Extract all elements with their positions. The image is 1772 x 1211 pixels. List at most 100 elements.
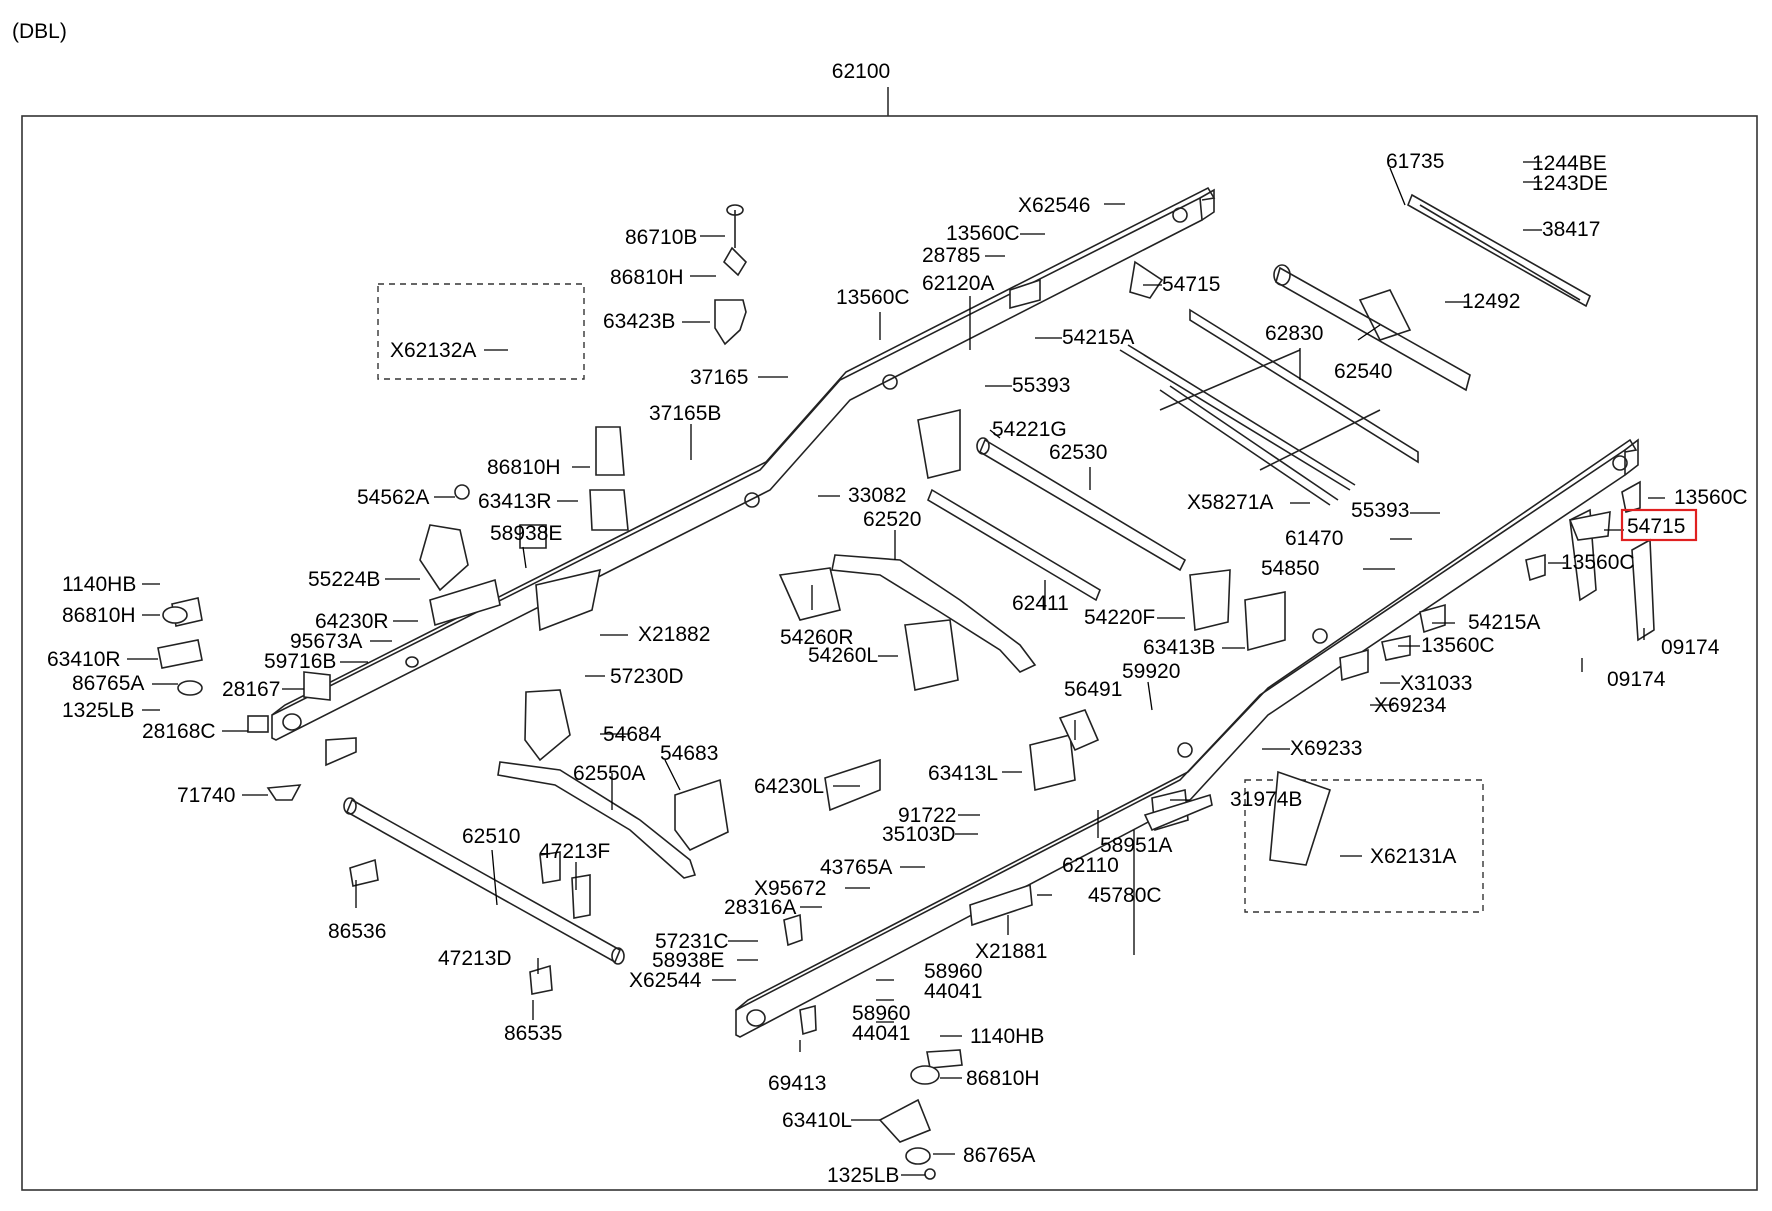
part-label[interactable]: X62544 bbox=[629, 969, 702, 992]
part-label[interactable]: 28785 bbox=[922, 244, 980, 267]
part-label[interactable]: 47213D bbox=[438, 947, 512, 970]
part-label[interactable]: 28167 bbox=[222, 678, 280, 701]
part-label[interactable]: 63413B bbox=[1143, 636, 1215, 659]
part-label[interactable]: 54260L bbox=[808, 644, 878, 667]
part-label[interactable]: 12492 bbox=[1462, 290, 1520, 313]
variant-label: (DBL) bbox=[12, 20, 67, 43]
part-label[interactable]: 62830 bbox=[1265, 322, 1323, 345]
part-label[interactable]: 86810H bbox=[610, 266, 684, 289]
part-label[interactable]: 54684 bbox=[603, 723, 662, 746]
part-label[interactable]: 54850 bbox=[1261, 557, 1319, 580]
part-label[interactable]: 45780C bbox=[1088, 884, 1162, 907]
part-label[interactable]: 95673A bbox=[290, 630, 362, 653]
part-label[interactable]: 59920 bbox=[1122, 660, 1180, 683]
part-label[interactable]: X69233 bbox=[1290, 737, 1362, 760]
part-label[interactable]: 31974B bbox=[1230, 788, 1302, 811]
part-label[interactable]: 09174 bbox=[1661, 636, 1720, 659]
part-label[interactable]: 57231C bbox=[655, 930, 729, 953]
part-label[interactable]: 54215A bbox=[1062, 326, 1134, 349]
part-label[interactable]: 09174 bbox=[1607, 668, 1666, 691]
part-label[interactable]: 61735 bbox=[1386, 150, 1444, 173]
part-label[interactable]: 55393 bbox=[1012, 374, 1070, 397]
part-label[interactable]: 61470 bbox=[1285, 527, 1343, 550]
part-label[interactable]: 54683 bbox=[660, 742, 718, 765]
part-label[interactable]: 63423B bbox=[603, 310, 675, 333]
part-label[interactable]: 47213F bbox=[539, 840, 610, 863]
part-label[interactable]: 28316A bbox=[724, 896, 796, 919]
part-label[interactable]: X58271A bbox=[1187, 491, 1273, 514]
part-label[interactable]: 63410L bbox=[782, 1109, 852, 1132]
part-label[interactable]: 55393 bbox=[1351, 499, 1409, 522]
part-label[interactable]: 86810H bbox=[62, 604, 136, 627]
part-label[interactable]: X62131A bbox=[1370, 845, 1456, 868]
part-label[interactable]: 58960 bbox=[924, 960, 982, 983]
part-label[interactable]: 38417 bbox=[1542, 218, 1600, 241]
part-label[interactable]: 54215A bbox=[1468, 611, 1540, 634]
part-label[interactable]: 91722 bbox=[898, 804, 956, 827]
part-label[interactable]: 62120A bbox=[922, 272, 994, 295]
part-label[interactable]: 1243DE bbox=[1532, 172, 1608, 195]
part-label[interactable]: 54715 bbox=[1627, 515, 1685, 538]
part-label[interactable]: 58938E bbox=[490, 522, 562, 545]
part-label[interactable]: 63410R bbox=[47, 648, 121, 671]
part-label[interactable]: 13560C bbox=[836, 286, 910, 309]
part-label[interactable]: 1140HB bbox=[62, 573, 136, 596]
part-label[interactable]: 1140HB bbox=[970, 1025, 1044, 1048]
part-label[interactable]: 54220F bbox=[1084, 606, 1155, 629]
part-label[interactable]: X62546 bbox=[1018, 194, 1090, 217]
part-label[interactable]: 58951A bbox=[1100, 834, 1172, 857]
part-label[interactable]: 13560C bbox=[1674, 486, 1748, 509]
part-label[interactable]: 62510 bbox=[462, 825, 520, 848]
part-label[interactable]: 37165B bbox=[649, 402, 721, 425]
part-label[interactable]: X31033 bbox=[1400, 672, 1472, 695]
part-label[interactable]: 43765A bbox=[820, 856, 892, 879]
part-label[interactable]: 64230L bbox=[754, 775, 824, 798]
part-label[interactable]: 69413 bbox=[768, 1072, 826, 1095]
part-label[interactable]: 54715 bbox=[1162, 273, 1220, 296]
part-label[interactable]: 57230D bbox=[610, 665, 684, 688]
part-label[interactable]: 59716B bbox=[264, 650, 336, 673]
part-label[interactable]: 28168C bbox=[142, 720, 216, 743]
part-label[interactable]: 86765A bbox=[963, 1144, 1035, 1167]
part-label[interactable]: 64230R bbox=[315, 610, 389, 633]
part-label[interactable]: 63413R bbox=[478, 490, 552, 513]
part-label[interactable]: 1325LB bbox=[62, 699, 134, 722]
part-label[interactable]: 13560C bbox=[1421, 634, 1495, 657]
part-label[interactable]: 1244BE bbox=[1532, 152, 1607, 175]
part-label[interactable]: 13560C bbox=[1561, 551, 1635, 574]
part-label[interactable]: X21882 bbox=[638, 623, 710, 646]
part-label[interactable]: 86710B bbox=[625, 226, 697, 249]
part-label[interactable]: 1325LB bbox=[827, 1164, 899, 1187]
part-label[interactable]: 35103D bbox=[882, 823, 956, 846]
part-label[interactable]: 71740 bbox=[177, 784, 235, 807]
part-label[interactable]: 86536 bbox=[328, 920, 386, 943]
part-label[interactable]: 58960 bbox=[852, 1002, 910, 1025]
part-label[interactable]: X21881 bbox=[975, 940, 1047, 963]
part-label[interactable]: 62110 bbox=[1062, 854, 1119, 877]
part-label[interactable]: 86765A bbox=[72, 672, 144, 695]
part-label[interactable]: 62411 bbox=[1012, 592, 1069, 615]
part-label[interactable]: 86535 bbox=[504, 1022, 562, 1045]
part-label[interactable]: 54562A bbox=[357, 486, 429, 509]
part-label[interactable]: 86810H bbox=[487, 456, 561, 479]
assembly-number[interactable]: 62100 bbox=[832, 60, 890, 83]
part-label[interactable]: 13560C bbox=[946, 222, 1020, 245]
part-label[interactable]: X69234 bbox=[1374, 694, 1447, 717]
part-label[interactable]: 62520 bbox=[863, 508, 921, 531]
part-label[interactable]: 54260R bbox=[780, 626, 854, 649]
part-label[interactable]: 58938E bbox=[652, 949, 724, 972]
part-label[interactable]: 37165 bbox=[690, 366, 748, 389]
part-label[interactable]: 62540 bbox=[1334, 360, 1392, 383]
part-label[interactable]: 44041 bbox=[924, 980, 982, 1003]
part-label[interactable]: 86810H bbox=[966, 1067, 1040, 1090]
part-label[interactable]: 63413L bbox=[928, 762, 998, 785]
part-label[interactable]: 33082 bbox=[848, 484, 906, 507]
part-label[interactable]: 44041 bbox=[852, 1022, 910, 1045]
part-label[interactable]: X95672 bbox=[754, 877, 826, 900]
part-label[interactable]: 55224B bbox=[308, 568, 380, 591]
part-label[interactable]: 54221G bbox=[992, 418, 1067, 441]
part-label[interactable]: 62530 bbox=[1049, 441, 1107, 464]
part-label[interactable]: 56491 bbox=[1064, 678, 1122, 701]
part-label[interactable]: 62550A bbox=[573, 762, 645, 785]
part-label[interactable]: X62132A bbox=[390, 339, 476, 362]
